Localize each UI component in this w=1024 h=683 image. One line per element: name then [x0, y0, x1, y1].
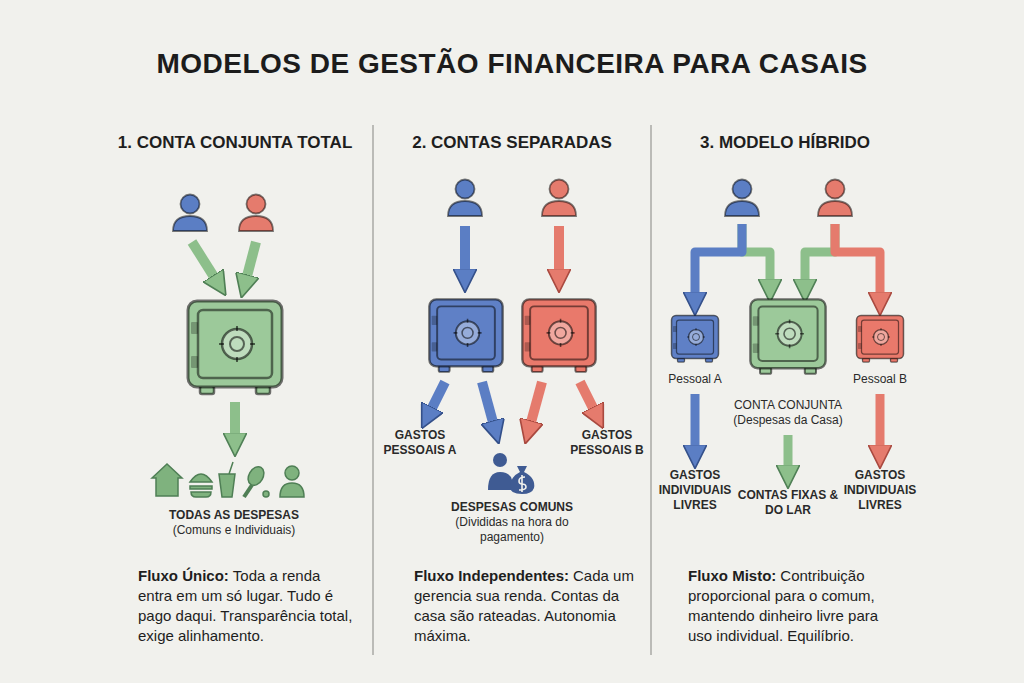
flow-arrow: [192, 242, 216, 280]
label-subtext: (Divididas na hora do pagamento): [437, 515, 587, 545]
cup-icon: [219, 462, 235, 497]
label-text: CONTAS FIXAS & DO LAR: [736, 488, 840, 518]
flow-arrow: [530, 382, 542, 426]
column-divider: [650, 125, 652, 655]
racket-handle: [244, 485, 252, 497]
flow-label: CONTA CONJUNTA(Despesas da Casa): [713, 398, 863, 430]
column-heading: 3. MODELO HÍBRIDO: [700, 133, 870, 153]
column-description: Fluxo Independentes:Cada um gerencia sua…: [414, 566, 640, 646]
flow-arrow: [460, 226, 470, 274]
label-text: GASTOS INDIVIDUAIS LIVRES: [652, 468, 738, 513]
money-person-body: [488, 472, 512, 490]
flow-label: Pessoal B: [840, 372, 920, 389]
safe-icon: [672, 316, 719, 363]
label-text: DESPESAS COMUNS: [437, 500, 587, 515]
description-lead: Fluxo Misto:: [688, 567, 776, 584]
person-icon: [542, 180, 576, 217]
flow-arrow: [695, 224, 742, 297]
column-heading: 2. CONTAS SEPARADAS: [412, 133, 612, 153]
column-panel: 1. CONTA CONJUNTA TOTAL Fluxo Único:Toda …: [20, 118, 370, 658]
safe-icon: [857, 316, 904, 363]
column-panel: 2. CONTAS SEPARADAS Fluxo Independentes:C…: [378, 118, 648, 658]
column-heading: 1. CONTA CONJUNTA TOTAL: [118, 133, 353, 153]
description-lead: Fluxo Independentes:: [414, 567, 569, 584]
safe-icon: [522, 299, 595, 372]
person-icon: [173, 195, 207, 232]
flow-arrow: [482, 382, 494, 426]
safe-icon: [750, 299, 825, 373]
flow-connector: [876, 394, 885, 450]
label-text: GASTOS PESSOAIS A: [378, 428, 462, 458]
dollar-sign: [519, 475, 526, 492]
flow-arrow: [230, 402, 240, 438]
safe-icon: [429, 299, 502, 372]
label-text: GASTOS INDIVIDUAIS LIVRES: [837, 468, 923, 513]
flow-label: GASTOS PESSOAIS B: [565, 428, 649, 460]
money-icon: [488, 453, 534, 494]
person-icon: [725, 180, 759, 217]
money-person-head: [493, 453, 507, 467]
flow-connector: [784, 435, 793, 470]
diagram-title: MODELOS DE GESTÃO FINANCEIRA PARA CASAIS: [0, 48, 1024, 80]
person-icon: [818, 180, 852, 217]
person-small-icon: [285, 466, 299, 480]
label-text: GASTOS PESSOAIS B: [565, 428, 649, 458]
flow-arrow: [246, 242, 256, 280]
label-text: Pessoal A: [655, 372, 735, 387]
column-panel: 3. MODELO HÍBRIDO Fluxo Misto:Contribuiçã…: [655, 118, 1015, 658]
flow-label: DESPESAS COMUNS(Divididas na hora do pag…: [437, 500, 587, 547]
person-icon: [239, 195, 273, 232]
column-description: Fluxo Único:Toda a renda entra em um só …: [138, 566, 358, 646]
money-bag: [510, 466, 534, 494]
label-subtext: (Comuns e Individuais): [134, 523, 334, 538]
flow-connector: [691, 394, 700, 450]
flow-arrow: [430, 382, 445, 412]
ball-icon: [263, 491, 269, 497]
safe-icon: [188, 301, 282, 394]
flow-arrow: [835, 224, 880, 297]
house-icon: [152, 464, 182, 496]
flow-label: TODAS AS DESPESAS(Comuns e Individuais): [134, 508, 334, 540]
label-text: Pessoal B: [840, 372, 920, 387]
flow-label: GASTOS INDIVIDUAIS LIVRES: [837, 468, 923, 515]
label-subtext: (Despesas da Casa): [713, 413, 863, 428]
flow-label: CONTAS FIXAS & DO LAR: [736, 488, 840, 520]
flow-arrow: [554, 226, 564, 274]
label-text: TODAS AS DESPESAS: [134, 508, 334, 523]
burger-icon: [190, 474, 212, 497]
flow-label: Pessoal A: [655, 372, 735, 389]
person-icon: [448, 180, 482, 217]
flow-label: GASTOS INDIVIDUAIS LIVRES: [652, 468, 738, 515]
racket-icon: [245, 464, 267, 488]
flow-arrow: [580, 382, 595, 412]
description-lead: Fluxo Único:: [138, 567, 229, 584]
person-small-body: [280, 483, 304, 497]
expense-icons: [152, 462, 304, 497]
flow-label: GASTOS PESSOAIS A: [378, 428, 462, 460]
label-text: CONTA CONJUNTA: [713, 398, 863, 413]
column-description: Fluxo Misto:Contribuição proporcional pa…: [688, 566, 900, 646]
column-divider: [372, 125, 374, 655]
